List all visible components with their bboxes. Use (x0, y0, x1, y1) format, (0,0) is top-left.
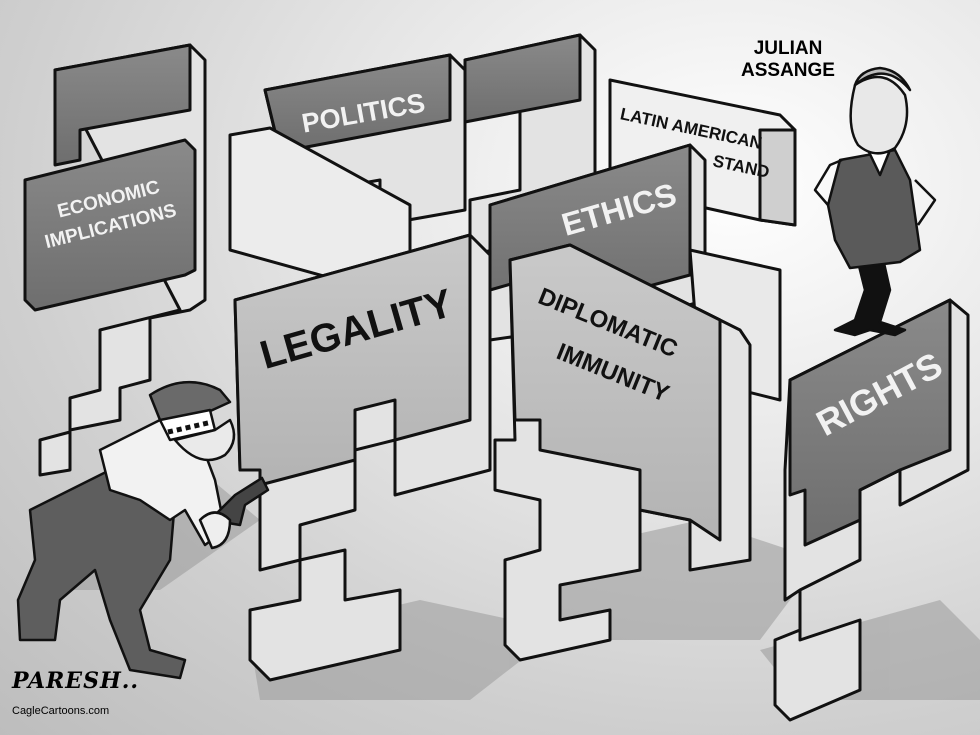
policeman-figure (16, 380, 270, 680)
question-block-diplomatic (493, 243, 752, 662)
caption-line-2: ASSANGE (741, 60, 835, 81)
artist-signature: PARESH.. (12, 668, 140, 694)
question-block-economic (23, 43, 207, 477)
caption-julian-assange: JULIAN ASSANGE (708, 38, 868, 82)
question-block-rights (773, 298, 970, 722)
julian-assange-figure (813, 66, 937, 337)
caption-line-1: JULIAN (753, 38, 823, 59)
question-block-politics (228, 53, 467, 302)
question-block-center-top (463, 33, 597, 257)
question-block-legality (233, 233, 492, 682)
credit-text: CagleCartoons.com (12, 705, 110, 717)
